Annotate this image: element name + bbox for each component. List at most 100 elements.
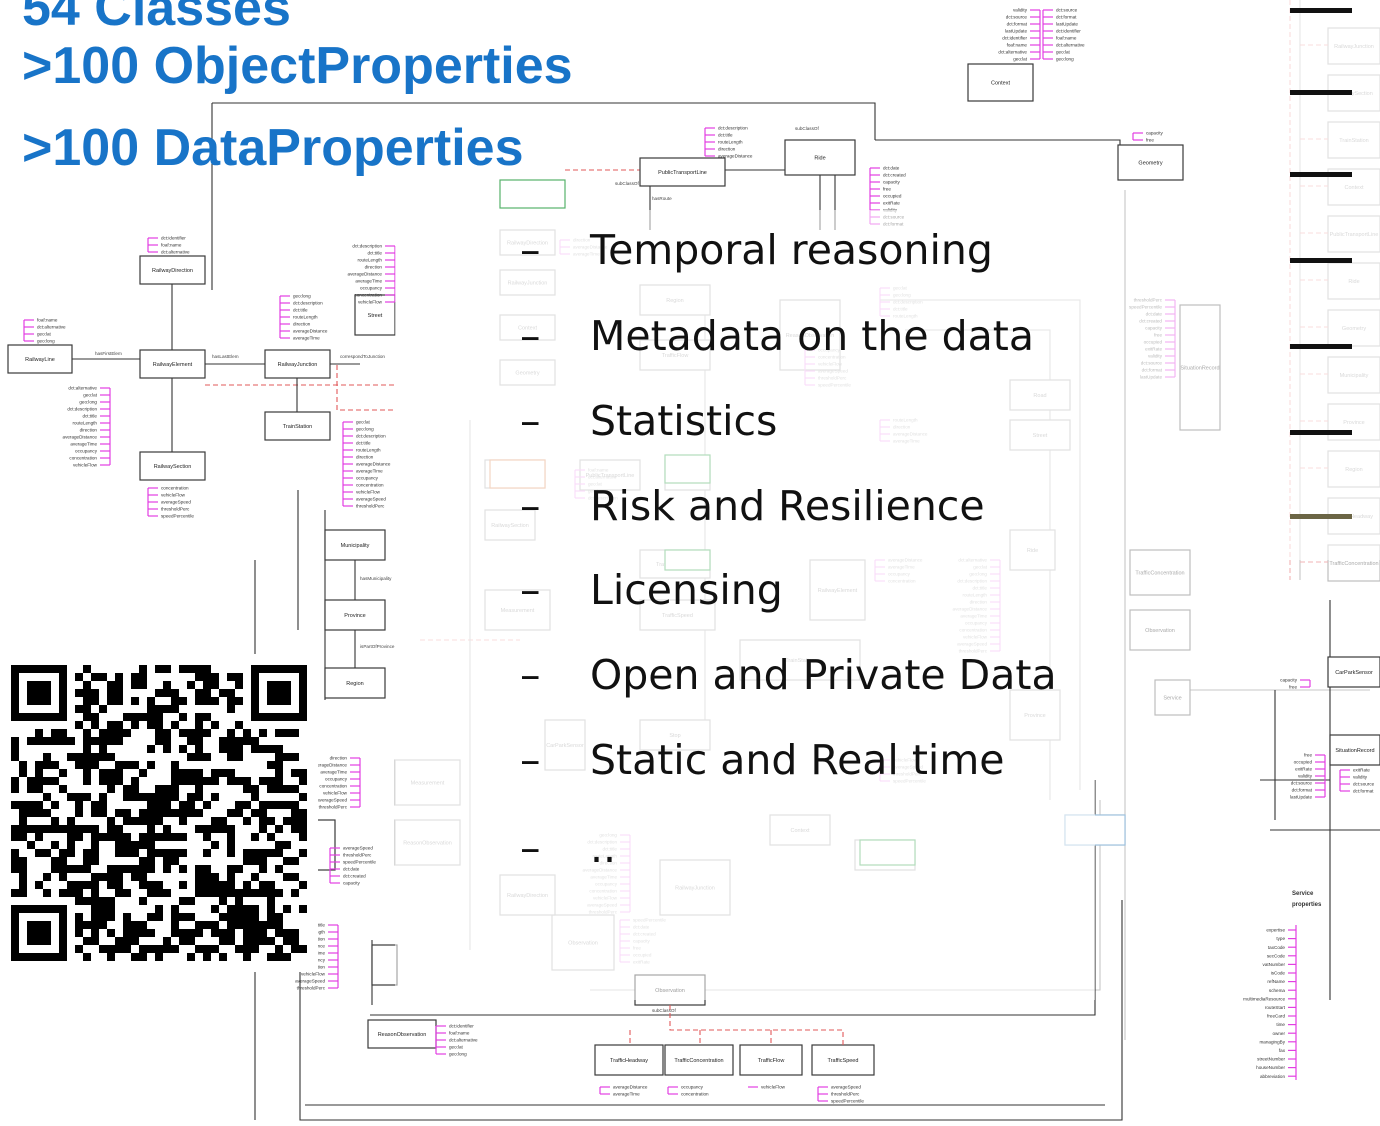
- qr-module: [235, 801, 243, 809]
- qr-module: [147, 841, 155, 849]
- qr-module: [27, 801, 35, 809]
- property-label: concentration: [69, 456, 97, 461]
- qr-finder: [11, 713, 67, 721]
- qr-module: [203, 873, 211, 881]
- qr-module: [91, 849, 99, 857]
- property-label: dct:description: [356, 434, 386, 439]
- property-label: vehicleFlow: [356, 490, 381, 495]
- relation-label: subClassOf: [652, 1008, 676, 1013]
- qr-module: [195, 945, 203, 953]
- qr-module: [267, 849, 275, 857]
- qr-module: [107, 729, 115, 737]
- qr-module: [67, 817, 75, 825]
- qr-module: [235, 697, 243, 705]
- property-label: geo:long: [356, 427, 374, 432]
- qr-module: [115, 737, 123, 745]
- qr-module: [147, 929, 155, 937]
- property-label: dct:title: [356, 441, 371, 446]
- qr-module: [83, 665, 91, 673]
- qr-module: [211, 929, 219, 937]
- property-label: occupancy: [681, 1085, 704, 1090]
- qr-module: [131, 713, 139, 721]
- qr-module: [91, 833, 99, 841]
- qr-module: [99, 729, 107, 737]
- qr-module: [251, 857, 259, 865]
- qr-module: [171, 721, 179, 729]
- qr-module: [91, 689, 99, 697]
- class-rect: [1327, 656, 1380, 688]
- qr-module: [91, 921, 99, 929]
- qr-module: [67, 833, 75, 841]
- class-label: PublicTransportLine: [658, 170, 707, 176]
- qr-module: [123, 761, 131, 769]
- side-dash: [1290, 8, 1352, 13]
- qr-module: [283, 729, 291, 737]
- property-label: occupied: [883, 194, 902, 199]
- class-rect: [1179, 304, 1221, 431]
- relation-label: hasMunicipality: [360, 576, 392, 581]
- qr-module: [211, 777, 219, 785]
- qr-module: [187, 665, 195, 673]
- qr-module: [243, 929, 251, 937]
- class-label: ReasonObservation: [378, 1032, 427, 1038]
- qr-module: [203, 889, 211, 897]
- qr-module: [155, 785, 163, 793]
- qr-module: [107, 785, 115, 793]
- qr-module: [195, 673, 203, 681]
- class-rect: [639, 157, 726, 187]
- qr-module: [275, 929, 283, 937]
- qr-module: [35, 825, 43, 833]
- qr-module: [211, 697, 219, 705]
- qr-finder: [27, 681, 51, 705]
- qr-module: [155, 665, 163, 673]
- property-label: multimediaResource: [1243, 996, 1285, 1001]
- qr-code[interactable]: [0, 654, 318, 972]
- service-sheet-title: Service: [1292, 891, 1314, 897]
- relation-line: [299, 900, 1123, 1121]
- qr-module: [219, 745, 227, 753]
- qr-module: [59, 873, 67, 881]
- feature-text: Licensing: [590, 566, 783, 614]
- qr-module: [91, 913, 99, 921]
- qr-module: [275, 913, 283, 921]
- qr-module: [91, 753, 99, 761]
- property-label: time: [1276, 1022, 1285, 1027]
- class-label: TrafficSpeed: [828, 1058, 859, 1064]
- qr-module: [211, 921, 219, 929]
- qr-module: [155, 913, 163, 921]
- feature-item: –Licensing: [520, 570, 783, 611]
- class-label: Ride: [814, 156, 825, 162]
- qr-module: [259, 937, 267, 945]
- property-label: free: [1146, 138, 1154, 143]
- class-label: Observation: [1145, 628, 1175, 634]
- qr-module: [195, 929, 203, 937]
- qr-module: [115, 681, 123, 689]
- class-rect: [139, 255, 206, 285]
- qr-module: [251, 945, 259, 953]
- qr-finder: [59, 665, 67, 721]
- classes-count: 54 Classes: [22, 0, 291, 37]
- qr-module: [107, 953, 115, 961]
- qr-module: [275, 865, 283, 873]
- qr-module: [179, 881, 187, 889]
- qr-module: [59, 849, 67, 857]
- qr-module: [179, 937, 187, 945]
- qr-module: [275, 729, 283, 737]
- qr-module: [75, 913, 83, 921]
- property-label: direction: [293, 322, 311, 327]
- class-rect: [499, 179, 566, 209]
- qr-module: [107, 737, 115, 745]
- qr-module: [203, 825, 211, 833]
- qr-module: [43, 737, 51, 745]
- property-label: geo:long: [79, 400, 97, 405]
- qr-module: [227, 833, 235, 841]
- property-label: validity: [1148, 354, 1163, 359]
- qr-module: [147, 865, 155, 873]
- qr-module: [51, 729, 59, 737]
- property-label: lastUpdate: [1005, 29, 1027, 34]
- qr-module: [139, 809, 147, 817]
- property-label: vehicleFlow: [301, 972, 326, 977]
- qr-module: [99, 769, 107, 777]
- qr-module: [27, 737, 35, 745]
- qr-finder: [251, 665, 259, 721]
